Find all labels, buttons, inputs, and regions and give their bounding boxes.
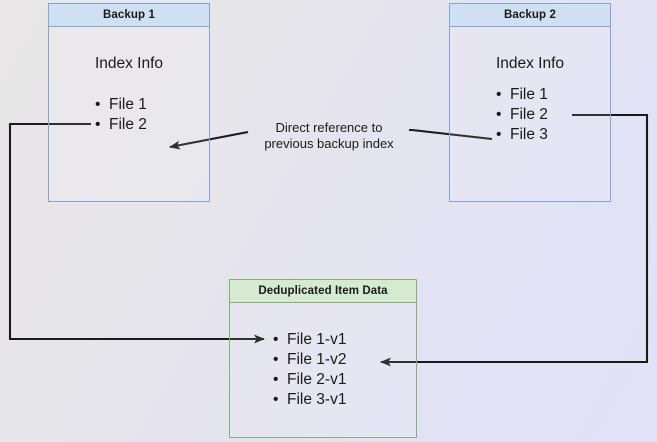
list-item: File 3 — [496, 125, 548, 145]
list-item: File 1-v2 — [273, 350, 346, 370]
list-item: File 1-v1 — [273, 330, 346, 350]
list-item: File 2 — [95, 115, 147, 135]
direct-reference-label: Direct reference to previous backup inde… — [247, 120, 411, 152]
backup-1-title: Backup 1 — [49, 4, 209, 27]
list-item: File 1 — [95, 95, 147, 115]
deduplicated-item-data-title: Deduplicated Item Data — [230, 280, 416, 303]
direct-reference-label-line-1: Direct reference to — [275, 120, 383, 135]
backup-2-box[interactable]: Backup 2 Index Info File 1 File 2 File 3 — [449, 3, 611, 202]
list-item: File 1 — [496, 85, 548, 105]
backup-2-title: Backup 2 — [450, 4, 610, 27]
list-item: File 2-v1 — [273, 370, 346, 390]
list-item: File 3-v1 — [273, 390, 346, 410]
backup-1-body: Index Info File 1 File 2 — [49, 27, 209, 201]
backup-1-file-list: File 1 File 2 — [95, 95, 147, 135]
list-item: File 2 — [496, 105, 548, 125]
deduplicated-item-data-body: File 1-v1 File 1-v2 File 2-v1 File 3-v1 — [230, 303, 416, 437]
deduplicated-file-list: File 1-v1 File 1-v2 File 2-v1 File 3-v1 — [273, 330, 346, 410]
backup-2-body: Index Info File 1 File 2 File 3 — [450, 27, 610, 201]
deduplicated-item-data-box[interactable]: Deduplicated Item Data File 1-v1 File 1-… — [229, 279, 417, 438]
backup-1-box[interactable]: Backup 1 Index Info File 1 File 2 — [48, 3, 210, 202]
direct-reference-label-line-2: previous backup index — [264, 136, 394, 151]
backup-2-subtitle: Index Info — [495, 55, 565, 72]
backup-2-file-list: File 1 File 2 File 3 — [496, 85, 548, 145]
backup-1-subtitle: Index Info — [94, 55, 164, 72]
